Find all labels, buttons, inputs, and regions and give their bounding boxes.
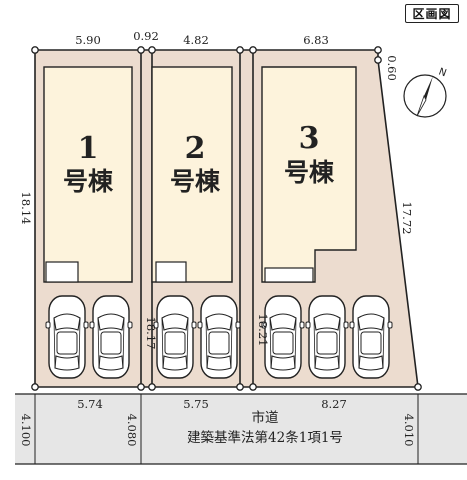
house-2-label: 号棟 bbox=[170, 167, 221, 196]
car-1 bbox=[45, 295, 89, 379]
dim-front-1: 5.74 bbox=[77, 397, 103, 411]
dim-road-width-3: 4.010 bbox=[402, 414, 416, 447]
dim-top-5: 0.60 bbox=[385, 55, 399, 81]
dim-right-depth: 17.72 bbox=[400, 202, 414, 235]
dim-road-width-1: 4.100 bbox=[19, 414, 33, 447]
house-3-label: 号棟 bbox=[284, 158, 335, 187]
svg-text:N: N bbox=[437, 66, 448, 79]
dim-top-1: 5.90 bbox=[75, 33, 101, 47]
house-1 bbox=[43, 66, 133, 283]
house-3 bbox=[261, 66, 357, 283]
car-7 bbox=[349, 295, 393, 379]
car-6 bbox=[305, 295, 349, 379]
car-3 bbox=[153, 295, 197, 379]
road-area bbox=[15, 394, 467, 464]
house-3-number: 3 bbox=[299, 121, 320, 156]
road-classification: 建築基準法第42条1項1号 bbox=[187, 429, 343, 446]
house-2-number: 2 bbox=[185, 131, 206, 166]
road-name: 市道 bbox=[252, 409, 279, 426]
dim-road-width-2: 4.080 bbox=[125, 414, 139, 447]
dim-front-2: 5.75 bbox=[183, 397, 209, 411]
dim-front-3: 8.27 bbox=[321, 397, 347, 411]
boundary-markers bbox=[31, 46, 422, 391]
house-2 bbox=[151, 66, 233, 283]
car-2 bbox=[89, 295, 133, 379]
dim-top-2: 0.92 bbox=[133, 29, 159, 43]
dim-left-depth: 18.14 bbox=[19, 192, 33, 225]
house-1-label: 号棟 bbox=[63, 167, 114, 196]
dim-top-4: 6.83 bbox=[303, 33, 329, 47]
car-4 bbox=[197, 295, 241, 379]
dim-top-3: 4.82 bbox=[183, 33, 209, 47]
diagram-title-badge: 区画図 bbox=[405, 4, 459, 23]
house-1-number: 1 bbox=[78, 131, 99, 166]
dim-inner-depth-1: 18.17 bbox=[144, 317, 158, 350]
north-arrow-icon: N bbox=[403, 66, 448, 118]
dim-inner-depth-2: 18.21 bbox=[256, 314, 270, 347]
